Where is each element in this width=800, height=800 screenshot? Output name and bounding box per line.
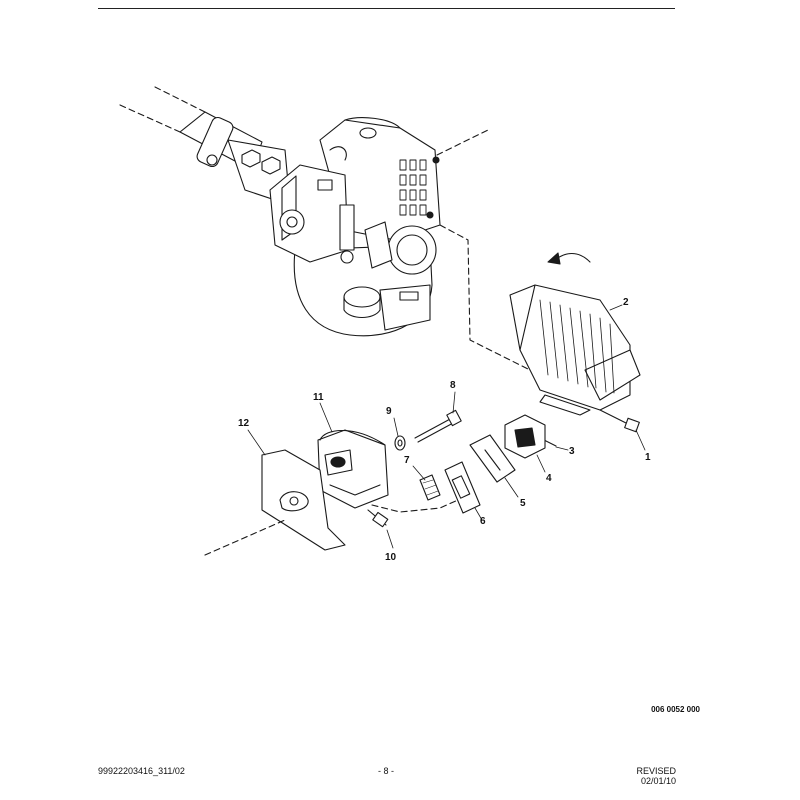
callout-5: 5 <box>520 498 526 509</box>
callout-6: 6 <box>480 516 486 527</box>
callout-9: 9 <box>386 406 392 417</box>
callout-2: 2 <box>623 297 629 308</box>
callout-11: 11 <box>313 392 324 403</box>
plate-part-5 <box>469 434 516 483</box>
washer-part-9 <box>394 435 406 451</box>
cylinder-shroud <box>509 284 641 416</box>
callout-leaders <box>247 304 646 549</box>
callout-7: 7 <box>404 455 410 466</box>
engine-assembly <box>119 86 441 337</box>
callout-4: 4 <box>546 473 552 484</box>
deflector-part-4 <box>504 414 546 459</box>
drawing-number: 006 0052 000 <box>651 705 700 714</box>
footer-part-number: 99922203416_311/02 <box>98 766 185 776</box>
callout-8: 8 <box>450 380 456 391</box>
screen-part-7 <box>419 474 441 501</box>
screw-part-10 <box>367 509 389 528</box>
gasket-part-6 <box>444 461 481 514</box>
footer-revised-date: REVISED 02/01/10 <box>636 766 676 786</box>
top-rule <box>98 8 675 9</box>
muffler-part-11 <box>317 429 389 509</box>
callout-12: 12 <box>238 418 250 429</box>
footer-page-number: - 8 - <box>378 766 395 776</box>
callout-10: 10 <box>385 552 397 563</box>
heat-shield-part-12 <box>261 449 346 551</box>
callout-3: 3 <box>569 446 575 457</box>
callout-1: 1 <box>645 452 651 463</box>
bolt-part-8 <box>414 409 462 443</box>
screw-part-1 <box>599 409 640 433</box>
rotation-arrow <box>547 252 591 265</box>
callout-numbers: 1 2 3 4 5 6 7 8 9 10 11 12 <box>238 297 651 563</box>
